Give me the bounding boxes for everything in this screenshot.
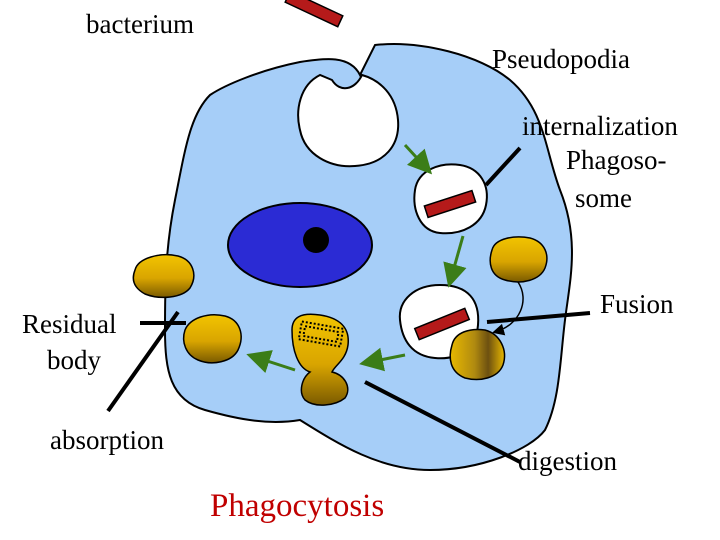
label-phagosome-line1: Phagoso-	[566, 145, 667, 175]
bacterium-internalized	[423, 189, 477, 219]
label-bacterium: bacterium	[86, 9, 194, 39]
diagram-title: Phagocytosis	[210, 488, 385, 524]
arrow-internalization	[403, 143, 433, 175]
leader-fusion	[486, 311, 591, 324]
label-residual-line1: Residual	[22, 309, 117, 339]
bacterium-digested-fill	[302, 324, 340, 344]
nucleolus	[303, 227, 329, 253]
label-phagosome-line2: some	[575, 183, 632, 213]
residual-body	[182, 314, 242, 364]
fusion-curve	[492, 281, 524, 336]
exocytosed-residual-body	[132, 254, 195, 299]
leader-absorption	[106, 310, 180, 413]
label-fusion: Fusion	[600, 289, 674, 319]
label-residual-line2: body	[47, 345, 101, 375]
nucleus	[227, 202, 373, 288]
label-internalization: internalization	[522, 111, 678, 141]
arrow-to-digestion	[359, 347, 406, 372]
bacterium-digested	[297, 320, 345, 348]
digestive-vacuole	[291, 313, 349, 406]
label-digestion: digestion	[518, 446, 617, 476]
arrow-to-fusion	[443, 235, 467, 288]
label-absorption: absorption	[50, 425, 164, 455]
lysosome-fusing	[449, 328, 506, 381]
pseudopodia-pocket	[297, 73, 400, 168]
label-pseudopodia: Pseudopodia	[492, 44, 630, 74]
leader-internalization	[484, 146, 522, 187]
leader-digestion	[364, 380, 521, 464]
arrow-to-residual	[246, 350, 296, 373]
bacterium-incoming	[284, 0, 344, 28]
lysosome-approaching	[489, 236, 548, 283]
bacterium-in-phagolysosome	[413, 307, 471, 341]
